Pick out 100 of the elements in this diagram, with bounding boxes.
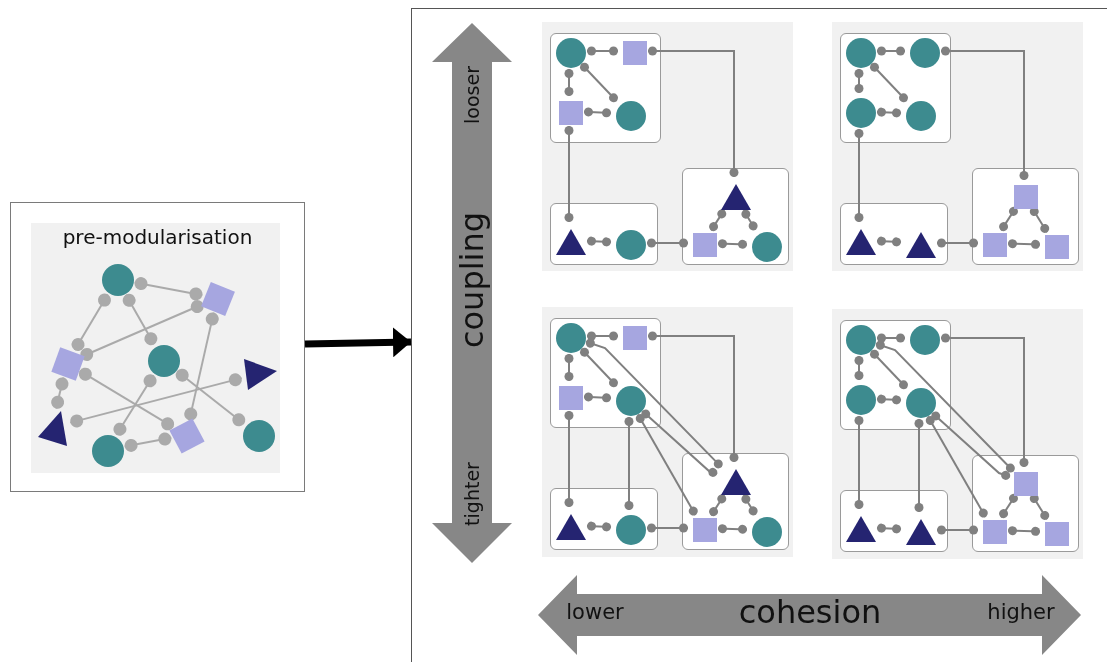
connector-line <box>79 300 205 361</box>
connector-line <box>854 355 864 381</box>
triangle-node <box>721 184 751 210</box>
module-box <box>550 33 661 143</box>
connector-line <box>583 107 612 118</box>
connector-line <box>646 523 689 533</box>
module-box <box>840 203 948 265</box>
connector-line <box>876 333 906 343</box>
connector-line <box>870 349 908 390</box>
connector-line <box>741 494 758 516</box>
connector-line <box>564 125 574 223</box>
connector-line <box>1007 526 1041 536</box>
module-box <box>550 318 661 428</box>
connector-line <box>641 409 719 477</box>
connector-line <box>564 353 574 382</box>
square-node <box>983 520 1007 544</box>
connector-line <box>1007 239 1041 249</box>
axis-label: tighter <box>462 462 482 526</box>
quadrant-panel <box>542 22 793 271</box>
connector-line <box>583 392 612 403</box>
triangle-node <box>846 229 876 255</box>
connector-line <box>709 494 727 517</box>
triangle-node <box>38 411 67 446</box>
square-node <box>623 326 647 350</box>
connector-line <box>647 331 739 463</box>
connector-line <box>635 413 698 516</box>
connector-line <box>741 209 758 231</box>
connector-line <box>133 277 204 301</box>
square-node <box>1045 522 1069 546</box>
connector-line <box>580 347 618 388</box>
connector-line <box>870 62 908 103</box>
connector-line <box>876 394 902 405</box>
connector-line <box>876 523 902 534</box>
connector-line <box>931 411 1011 480</box>
module-box <box>840 490 948 552</box>
connector-line <box>999 493 1018 519</box>
connector-line <box>69 373 243 428</box>
connector-line <box>564 410 574 508</box>
quadrant-panel <box>832 22 1083 271</box>
module-box <box>550 488 658 550</box>
connector-line <box>586 46 619 56</box>
axis-label: coupling <box>456 211 488 349</box>
connector-line <box>184 311 219 422</box>
square-node <box>1045 235 1069 259</box>
connector-line <box>564 68 574 97</box>
module-box <box>682 168 789 265</box>
module-box <box>840 320 951 430</box>
connector-line <box>875 340 1015 473</box>
square-node <box>1014 472 1038 496</box>
arrow <box>304 327 412 358</box>
connector-line <box>854 128 864 223</box>
connector-line <box>709 209 727 232</box>
connector-line <box>876 236 902 247</box>
square-node <box>693 518 717 542</box>
connector-line <box>876 46 906 56</box>
connector-line <box>1029 493 1050 521</box>
module-box <box>550 203 658 265</box>
triangle-node <box>906 519 936 545</box>
connector-line <box>936 525 979 535</box>
connector-line <box>586 236 612 247</box>
triangle-node <box>721 469 751 495</box>
connector-line <box>646 238 689 248</box>
connector-line <box>580 62 618 103</box>
square-node <box>983 233 1007 257</box>
axis-label: higher <box>987 601 1055 623</box>
connector-line <box>585 338 723 469</box>
connector-line <box>717 524 748 534</box>
module-box <box>972 168 1079 265</box>
connector-line <box>940 333 1029 468</box>
quadrant-panel <box>542 307 793 557</box>
module-box <box>682 453 789 550</box>
connector-line <box>925 415 988 518</box>
connector-line <box>1029 206 1050 234</box>
connector-line <box>78 367 175 431</box>
connector-line <box>586 521 612 532</box>
axis-label: lower <box>566 601 624 623</box>
quadrant-panel <box>832 309 1083 559</box>
square-node <box>1014 185 1038 209</box>
triangle-node <box>846 516 876 542</box>
connector-line <box>717 239 748 249</box>
square-node <box>559 386 583 410</box>
connector-line <box>854 68 864 94</box>
connector-line <box>647 46 739 178</box>
diagram-card <box>10 202 305 492</box>
axis-label: cohesion <box>738 596 882 628</box>
square-node <box>693 233 717 257</box>
connector-line <box>113 374 157 436</box>
square-node <box>623 41 647 65</box>
panel-title: pre-modularisation <box>62 227 253 247</box>
connector-line <box>936 238 979 248</box>
connector-line <box>876 107 902 118</box>
module-box <box>972 455 1079 552</box>
triangle-node <box>556 229 586 255</box>
square-node <box>559 101 583 125</box>
connector-line <box>914 418 924 513</box>
connector-line <box>122 293 158 346</box>
connector-line <box>999 206 1018 232</box>
connector-line <box>175 368 246 427</box>
connector-line <box>854 415 864 510</box>
connector-line <box>624 416 634 511</box>
